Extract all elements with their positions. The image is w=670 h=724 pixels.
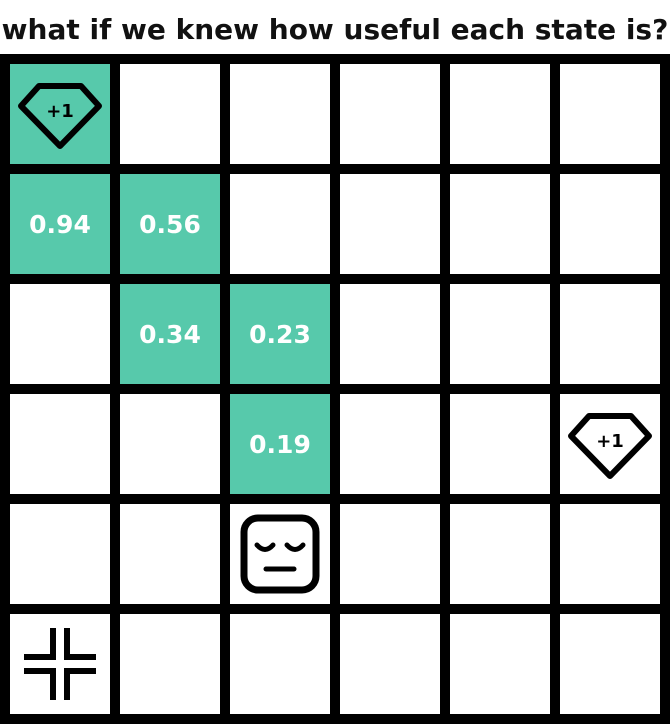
grid-cell	[120, 394, 220, 494]
gem-icon: +1	[568, 413, 652, 479]
grid-cell	[450, 394, 550, 494]
gem-icon: +1	[18, 83, 102, 149]
reward-label: +1	[46, 101, 74, 122]
grid-cell	[10, 284, 110, 384]
grid-cell	[450, 504, 550, 604]
grid-cell: +1	[10, 64, 110, 164]
grid-cell	[560, 614, 660, 714]
grid-cell	[560, 64, 660, 164]
grid-cell	[230, 174, 330, 274]
grid-cell: 0.19	[230, 394, 330, 494]
grid-cell	[340, 284, 440, 384]
state-value-label: 0.19	[249, 429, 311, 459]
state-value-label: 0.94	[29, 209, 91, 239]
grid-cell: 0.94	[10, 174, 110, 274]
grid-cell	[10, 614, 110, 714]
agent-face-icon	[240, 514, 320, 594]
grid-cell	[340, 394, 440, 494]
grid-cell	[340, 504, 440, 604]
grid-cell: 0.23	[230, 284, 330, 384]
state-value-label: 0.34	[139, 319, 201, 349]
grid-cell	[230, 614, 330, 714]
grid-cell	[340, 614, 440, 714]
grid-cell	[120, 614, 220, 714]
grid-cell	[120, 64, 220, 164]
grid-cell	[450, 174, 550, 274]
grid-cell	[10, 394, 110, 494]
grid-cell	[450, 614, 550, 714]
reward-label: +1	[596, 431, 624, 452]
start-crosshair-icon	[24, 628, 96, 700]
grid-cell	[450, 64, 550, 164]
state-value-label: 0.23	[249, 319, 311, 349]
grid-cell	[230, 504, 330, 604]
gridworld: +1 0.94 0.56 0.34 0.23 0.19 +1	[0, 54, 670, 724]
grid-cell: +1	[560, 394, 660, 494]
grid-cell	[340, 64, 440, 164]
grid-cell	[340, 174, 440, 274]
state-value-label: 0.56	[139, 209, 201, 239]
grid-cell	[560, 284, 660, 384]
grid-cell	[450, 284, 550, 384]
grid-cell	[120, 504, 220, 604]
page-title: what if we knew how useful each state is…	[1, 12, 669, 46]
grid-cell	[560, 174, 660, 274]
grid-cell: 0.34	[120, 284, 220, 384]
grid-cell	[560, 504, 660, 604]
grid-cell	[230, 64, 330, 164]
grid-cell	[10, 504, 110, 604]
grid-cell: 0.56	[120, 174, 220, 274]
